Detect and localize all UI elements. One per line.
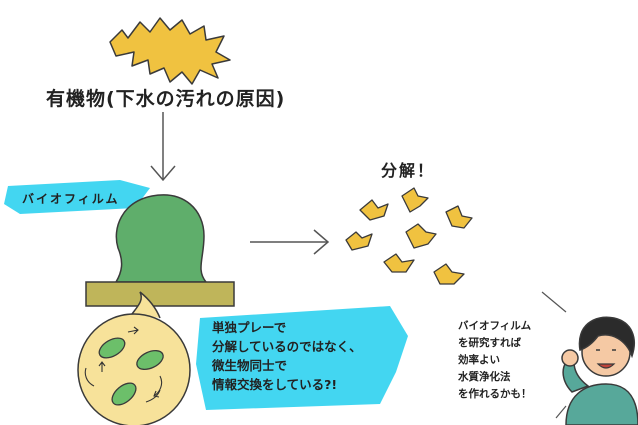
bacterium-3 xyxy=(111,382,137,406)
communication-line: 情報交換をしている?! xyxy=(212,377,338,392)
accent-line-top xyxy=(541,291,567,313)
researcher-figure xyxy=(561,316,638,425)
biofilm-label: バイオフィルム xyxy=(22,192,120,206)
fragment-6 xyxy=(383,253,415,273)
communication-line: 単独プレーで xyxy=(212,320,287,335)
speech-line: 効率よい xyxy=(458,354,500,366)
accent-line-bottom xyxy=(555,405,567,419)
communication-caption: 単独プレーで 分解しているのではなく、 微生物同士で 情報交換をしている?! xyxy=(212,318,402,394)
speech-line: 水質浄化法 xyxy=(458,371,511,383)
fragment-7 xyxy=(433,263,465,285)
researcher-hair xyxy=(578,316,635,359)
fragment-5 xyxy=(405,223,437,249)
researcher-speech: バイオフィルム を研究すれば 効率よい 水質浄化法 を作れるかも！ xyxy=(458,318,568,403)
substrate-ground xyxy=(85,281,235,307)
biofilm-dome xyxy=(114,194,208,283)
down-arrow xyxy=(150,112,176,182)
fragment-1 xyxy=(359,199,389,221)
bacterium-1 xyxy=(98,337,126,359)
magnifier-tail xyxy=(131,291,161,319)
fragment-2 xyxy=(401,187,429,213)
decomposed-fragments xyxy=(345,187,473,285)
researcher-mouth xyxy=(596,363,616,369)
decomposition-label: 分解！ xyxy=(381,161,436,180)
bacteria xyxy=(98,337,164,406)
fragment-4 xyxy=(345,231,373,251)
speech-line: を研究すれば xyxy=(458,337,521,349)
communication-line: 微生物同士で xyxy=(212,358,288,373)
communication-highlight xyxy=(196,306,408,410)
researcher-fist xyxy=(561,349,579,367)
biofilm-label-highlight xyxy=(4,180,150,214)
right-arrow xyxy=(250,229,330,255)
speech-line: バイオフィルム xyxy=(458,320,532,332)
interaction-arrows xyxy=(84,326,163,403)
bacterium-2 xyxy=(136,349,164,371)
speech-line: を作れるかも！ xyxy=(458,388,532,400)
fragment-3 xyxy=(445,205,473,229)
communication-line: 分解しているのではなく、 xyxy=(212,339,362,354)
researcher-body xyxy=(565,383,638,425)
organic-matter-label: 有機物(下水の汚れの原因) xyxy=(46,88,286,110)
organic-matter-lump xyxy=(109,17,231,85)
